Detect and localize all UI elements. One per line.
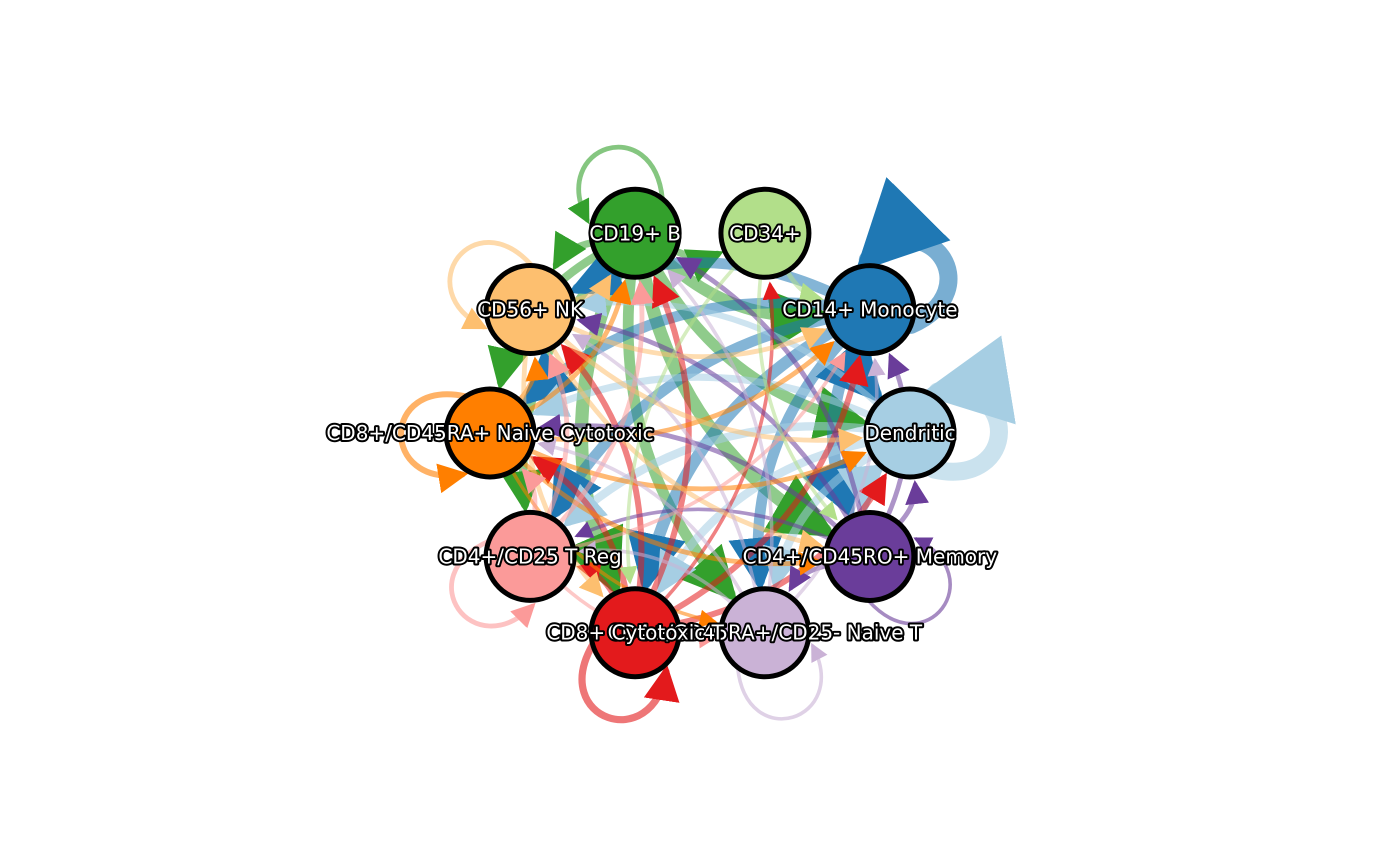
edge-layer bbox=[398, 144, 1016, 724]
edge-cd8naive-to-cd14mono bbox=[531, 341, 835, 443]
node-cd34 bbox=[718, 186, 812, 280]
edge-cd4naive-to-cd14mono bbox=[792, 357, 886, 602]
edge-cd4mem-to-cd56nk bbox=[576, 312, 851, 521]
edge-cd4naive-to-cd19b bbox=[667, 269, 774, 591]
edge-cd4treg-to-cd4treg bbox=[449, 538, 536, 629]
edge-cd19b-to-cd19b bbox=[567, 144, 665, 225]
node-label-dendritic: Dendritic bbox=[864, 421, 955, 445]
edge-cd4naive-to-cd4naive bbox=[735, 642, 828, 721]
edge-cd4mem-to-cd4mem bbox=[866, 537, 952, 626]
edge-dendritic-to-cd8naive bbox=[531, 373, 874, 419]
edge-cd34-to-cd4mem bbox=[756, 275, 838, 521]
edge-cd8cyt-to-cd8cyt bbox=[578, 640, 680, 724]
edge-cd56nk-to-dendritic bbox=[560, 336, 864, 453]
node-layer bbox=[443, 186, 957, 680]
edge-cd4treg-to-cd8naive bbox=[521, 468, 547, 516]
edge-cd4naive-to-cd4treg bbox=[578, 540, 734, 606]
edge-cd34-to-cd14mono bbox=[784, 268, 824, 307]
edge-cd8naive-to-cd8naive bbox=[398, 391, 469, 494]
edge-cd4naive-to-cd8naive bbox=[537, 438, 745, 597]
edge-cd4treg-to-cd14mono bbox=[571, 351, 846, 549]
edge-cd56nk-to-cd14mono bbox=[567, 324, 827, 360]
edge-cd34-to-cd8cyt bbox=[619, 264, 738, 585]
node-cd14mono bbox=[823, 263, 917, 357]
edge-cd4naive-to-cd56nk bbox=[571, 333, 758, 592]
node-label-cd4treg: CD4+/CD25 T Reg bbox=[438, 544, 621, 568]
node-cd56nk bbox=[483, 263, 577, 357]
edge-cd4mem-to-cd8naive bbox=[536, 413, 840, 530]
edge-cd56nk-to-cd19b bbox=[570, 274, 612, 303]
label-layer: CD19+ B CD34+ CD14+ MonocyteDendriticCD4+/… bbox=[324, 219, 999, 646]
edge-cd8naive-to-cd4naive bbox=[510, 469, 718, 628]
node-dendritic bbox=[863, 386, 957, 480]
edge-dendritic-to-dendritic bbox=[919, 335, 1016, 481]
edge-cd4treg-to-cd56nk bbox=[545, 352, 570, 519]
node-label-cd19b: CD19+ B bbox=[589, 221, 681, 245]
node-label-cd14mono: CD14+ Monocyte bbox=[782, 298, 957, 322]
node-label-cd56nk: CD56+ NK bbox=[477, 298, 584, 322]
edge-cd8naive-to-cd19b bbox=[525, 279, 632, 414]
edge-cd14mono-to-cd14mono bbox=[855, 177, 958, 334]
node-cd8cyt bbox=[588, 586, 682, 680]
edge-cd4treg-to-cd19b bbox=[556, 280, 655, 526]
edge-dendritic-to-cd4treg bbox=[562, 422, 871, 528]
node-label-cd4naive: CD4+/CD45RA+/CD25- Naive T bbox=[608, 621, 923, 645]
node-cd8naive bbox=[443, 386, 537, 480]
edge-dendritic-to-cd8cyt bbox=[657, 438, 872, 596]
edge-cd19b-to-cd34 bbox=[671, 247, 724, 283]
node-cd4treg bbox=[483, 509, 577, 603]
node-cd4naive bbox=[718, 586, 812, 680]
node-label-cd4mem: CD4+/CD45RO+ Memory bbox=[743, 544, 998, 568]
edge-cd14mono-to-dendritic bbox=[815, 332, 885, 405]
edge-cd14mono-to-cd4treg bbox=[550, 313, 833, 521]
edge-cd4mem-to-dendritic bbox=[896, 479, 930, 527]
edge-cd8naive-to-dendritic bbox=[527, 448, 867, 492]
node-label-cd34: CD34+ bbox=[729, 221, 801, 245]
edge-cd56nk-to-cd56nk bbox=[447, 240, 535, 330]
node-label-cd8cyt: CD8+ Cytotoxic T bbox=[546, 621, 724, 645]
node-cd19b bbox=[588, 186, 682, 280]
node-cd4mem bbox=[823, 509, 917, 603]
node-label-cd8naive: CD8+/CD45RA+ Naive Cytotoxic bbox=[326, 421, 653, 445]
edge-cd56nk-to-cd4mem bbox=[549, 345, 824, 554]
